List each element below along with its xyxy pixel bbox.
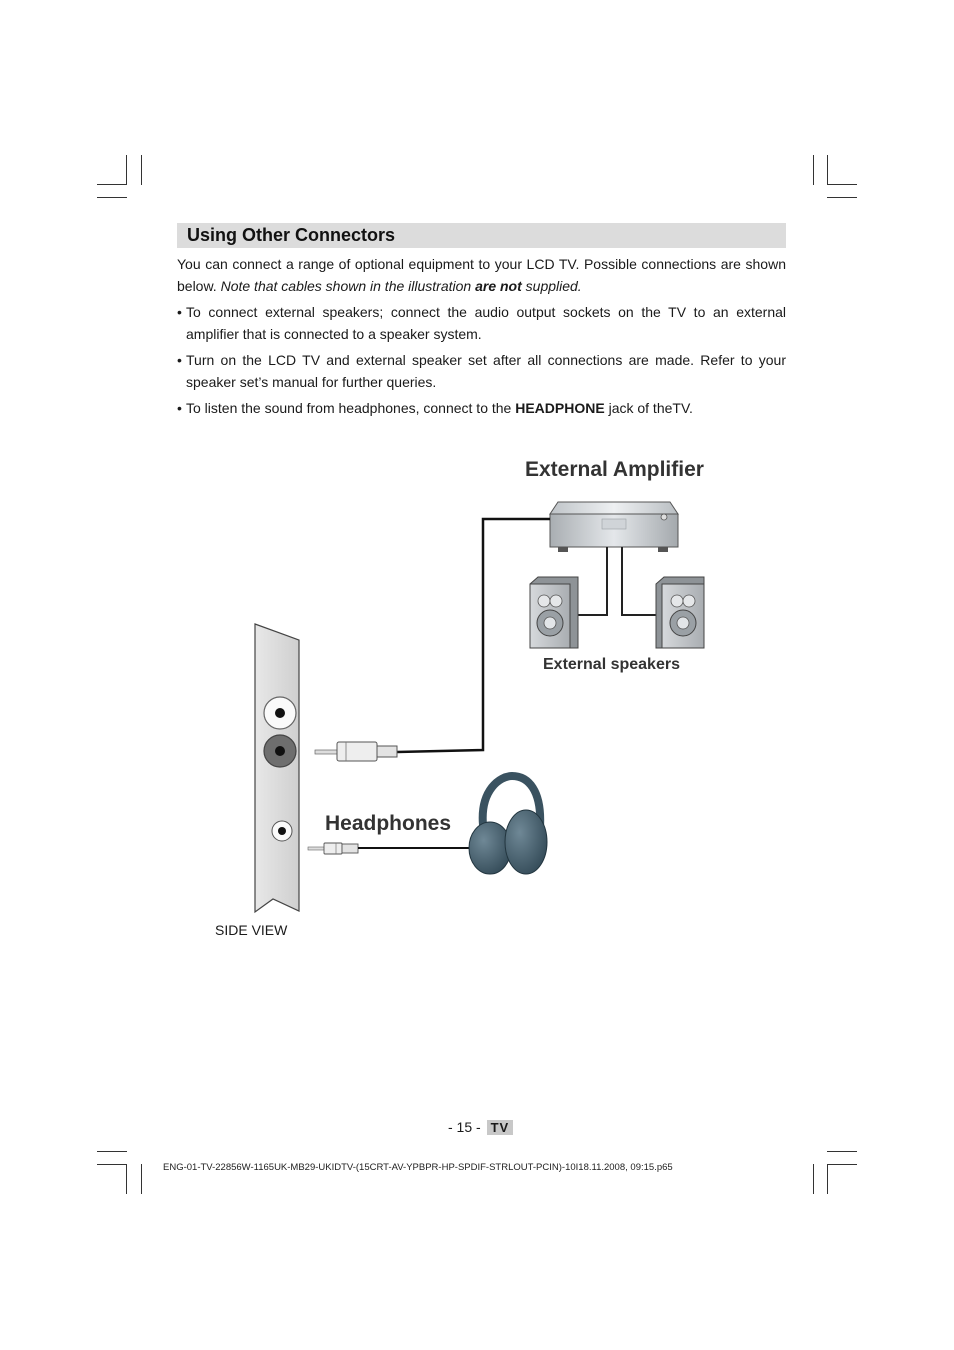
headphone-keyword: HEADPHONE <box>515 400 605 416</box>
bullet-text: To listen the sound from headphones, con… <box>186 397 786 419</box>
tv-badge: TV <box>486 1120 514 1135</box>
connection-diagram: External Amplifier External speakers Hea… <box>254 458 705 914</box>
section-title: Using Other Connectors <box>187 225 396 245</box>
list-item: • To listen the sound from headphones, c… <box>177 397 786 419</box>
intro-note-emphasis: are not <box>475 278 522 294</box>
headphone-plug-icon <box>307 842 359 855</box>
amplifier-icon <box>549 501 679 552</box>
bullet-symbol: • <box>177 400 182 416</box>
tv-side-panel <box>254 623 300 914</box>
bullet-text: Turn on the LCD TV and external speaker … <box>186 352 786 390</box>
section-header: Using Other Connectors <box>177 223 786 248</box>
intro-note-end: supplied. <box>521 278 582 294</box>
intro-paragraph: You can connect a range of optional equi… <box>177 253 786 297</box>
rca-plug-icon <box>314 741 398 762</box>
bullet-symbol: • <box>177 304 182 320</box>
list-item: • Turn on the LCD TV and external speake… <box>177 349 786 393</box>
intro-text: You can connect a range of optional equi… <box>177 256 786 294</box>
intro-note: Note that cables shown in the illustrati… <box>220 278 476 294</box>
bullet-text: To connect external speakers; connect th… <box>186 304 786 342</box>
bullet-text-post: jack of theTV. <box>604 400 693 416</box>
side-view-label: SIDE VIEW <box>215 922 288 938</box>
file-reference: ENG-01-TV-22856W-1165UK-MB29-UKIDTV-(15C… <box>163 1162 673 1173</box>
amplifier-label: External Amplifier <box>525 458 704 481</box>
speaker-cable <box>578 547 656 616</box>
bullet-symbol: • <box>177 352 182 368</box>
speaker-icon <box>529 576 579 649</box>
page-number-text: - 15 - <box>448 1119 481 1135</box>
headphones-icon <box>468 771 548 875</box>
list-item: • To connect external speakers; connect … <box>177 301 786 345</box>
amplifier-cable <box>396 517 550 754</box>
speakers-label: External speakers <box>543 656 680 673</box>
speaker-icon <box>655 576 705 649</box>
headphones-label: Headphones <box>325 812 451 835</box>
bullet-text-pre: To listen the sound from headphones, con… <box>186 400 516 416</box>
page-number: - 15 - TV <box>448 1119 514 1135</box>
